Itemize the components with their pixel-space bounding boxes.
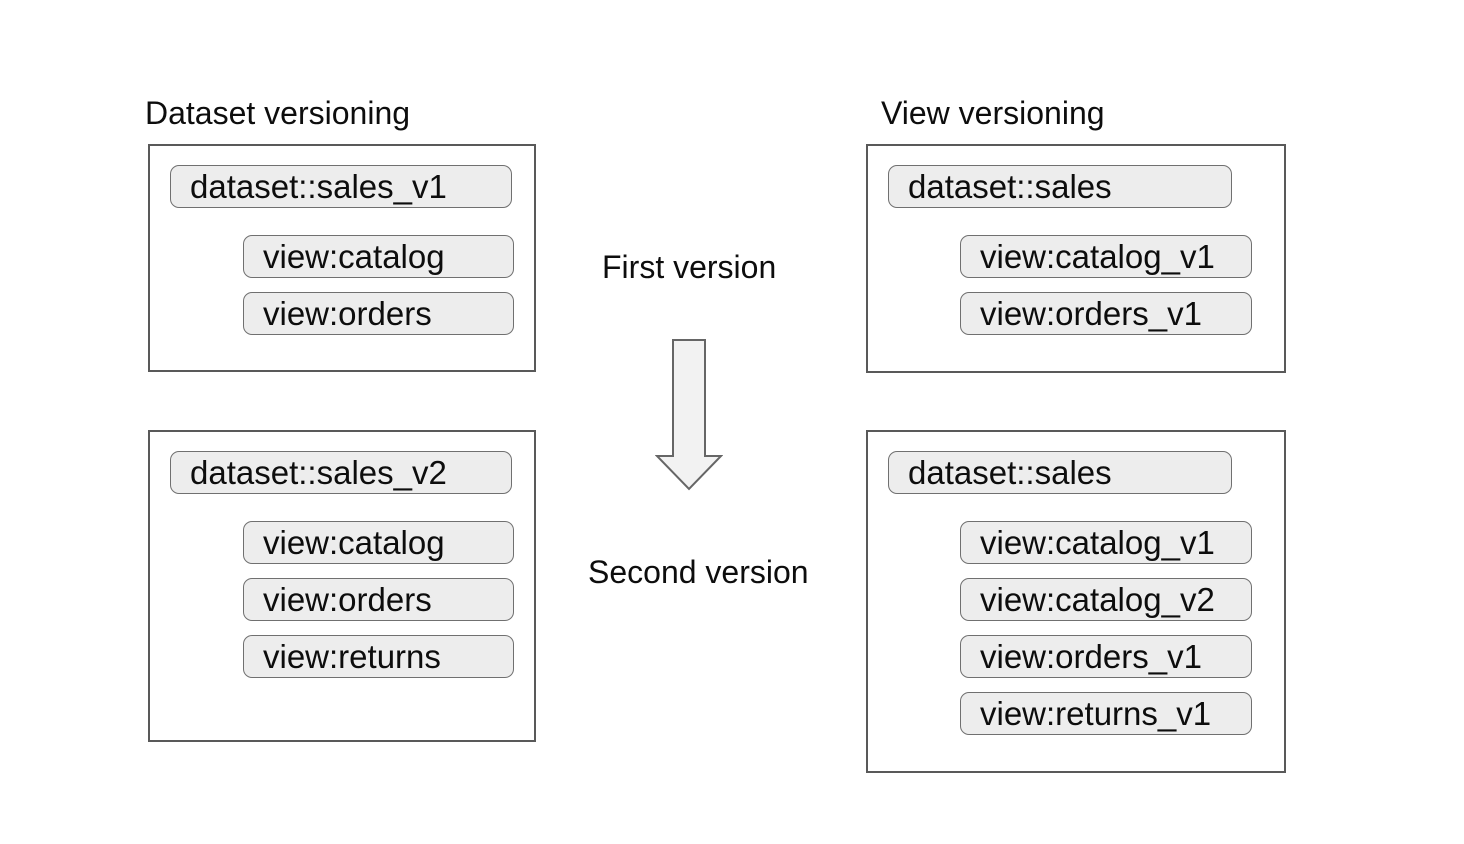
view-node: view:returns	[243, 635, 514, 678]
down-arrow-icon	[655, 339, 723, 491]
view-node: view:orders	[243, 578, 514, 621]
view-list: view:catalog_v1 view:catalog_v2 view:order…	[960, 521, 1252, 735]
dataset-node: dataset::sales_v2	[170, 451, 512, 494]
view-node: view:catalog	[243, 235, 514, 278]
view-versioning-title: View versioning	[881, 95, 1105, 131]
dataset-node: dataset::sales	[888, 165, 1232, 208]
view-node: view:catalog_v1	[960, 521, 1252, 564]
view-node: view:orders_v1	[960, 292, 1252, 335]
view-list: view:catalog_v1 view:orders_v1	[960, 235, 1252, 335]
view-node: view:orders_v1	[960, 635, 1252, 678]
dataset-node: dataset::sales	[888, 451, 1232, 494]
dataset-node: dataset::sales_v1	[170, 165, 512, 208]
view-node: view:returns_v1	[960, 692, 1252, 735]
view-node: view:orders	[243, 292, 514, 335]
view-node: view:catalog_v2	[960, 578, 1252, 621]
view-list: view:catalog view:orders	[243, 235, 514, 335]
view-node: view:catalog	[243, 521, 514, 564]
dataset-versioning-title: Dataset versioning	[145, 95, 411, 131]
second-version-label: Second version	[588, 554, 809, 590]
view-list: view:catalog view:orders view:returns	[243, 521, 514, 678]
view-node: view:catalog_v1	[960, 235, 1252, 278]
first-version-label: First version	[602, 249, 777, 285]
